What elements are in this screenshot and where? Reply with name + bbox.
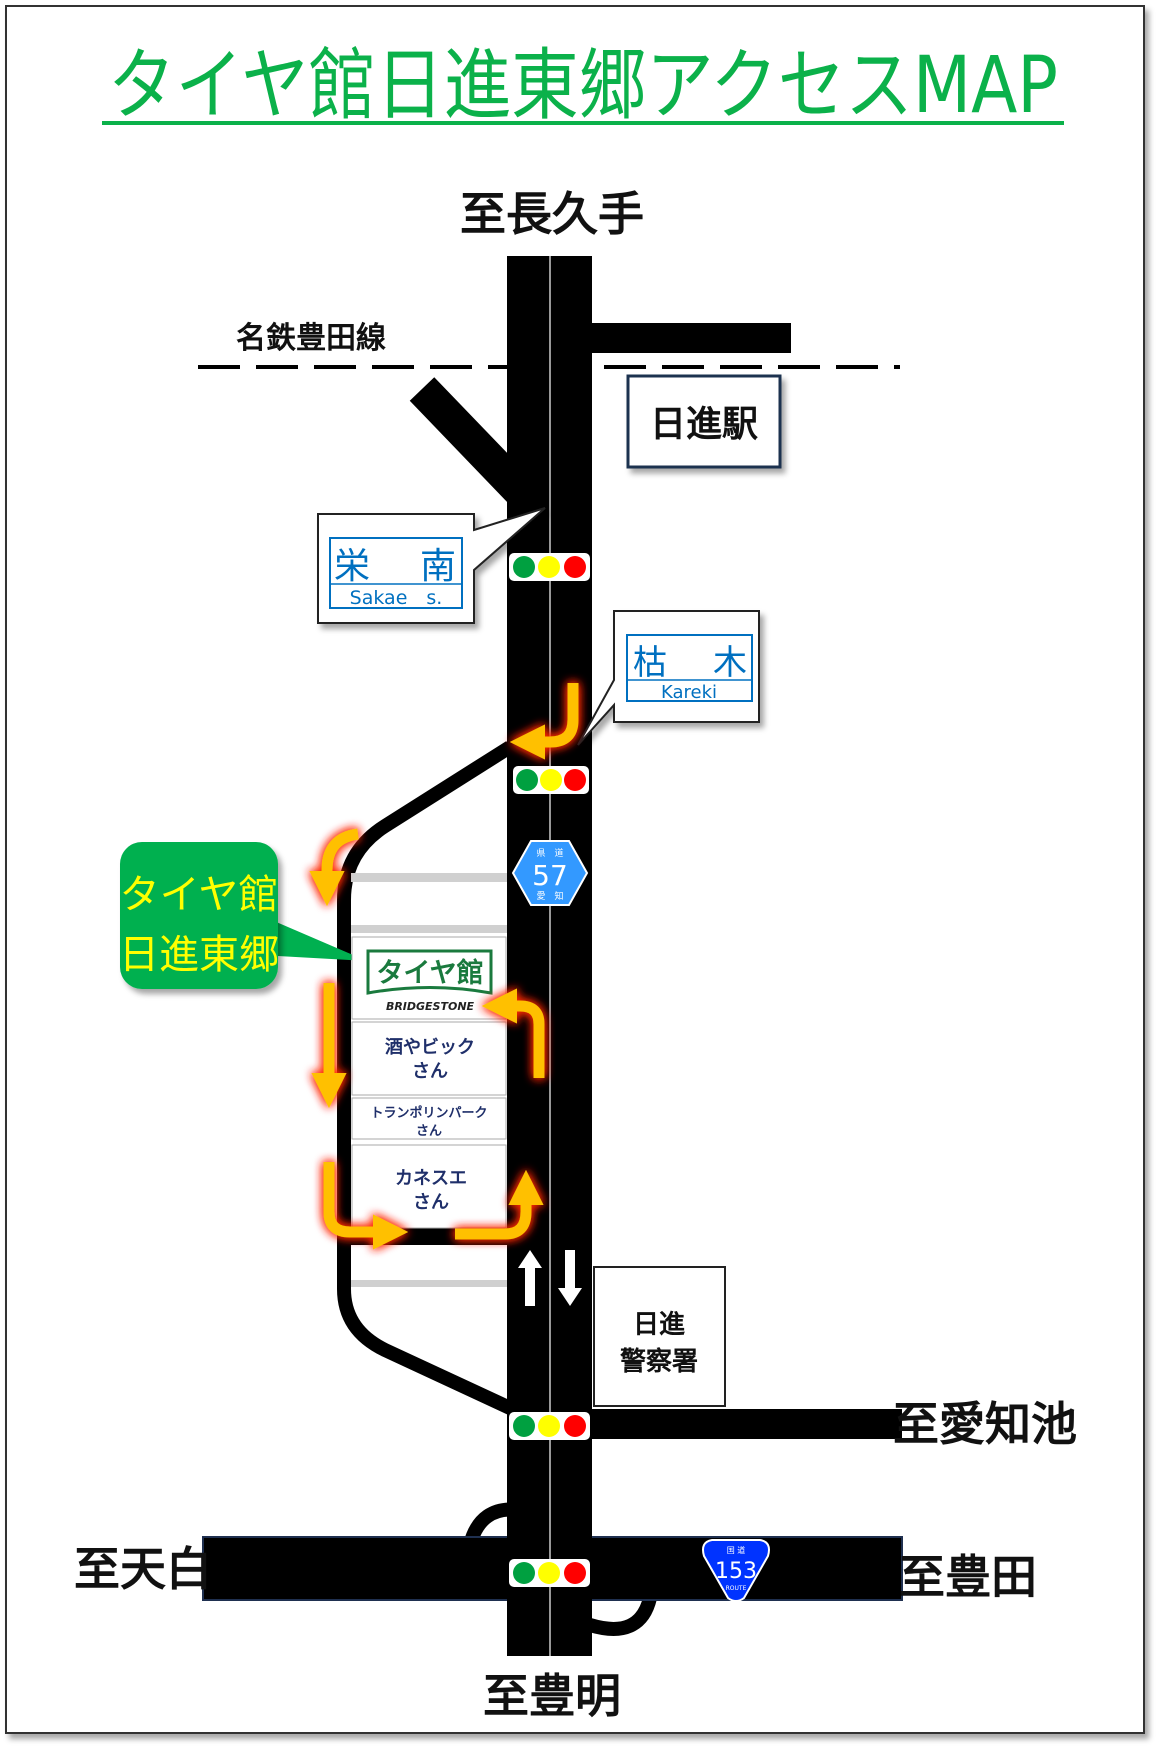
shop-suffix: さん [416,1124,442,1139]
route-57-bottom: 愛 知 [536,890,563,902]
station-label: 日進駅 [650,404,758,445]
traffic-light-icon [513,766,589,794]
tire-shop-block[interactable]: タイヤ館 BRIDGESTONE [351,936,507,1020]
shop-block: トランポリンパーク さん [351,1097,507,1140]
route-arrow-icon [455,1169,544,1240]
direction-east-aichi-pond: 至愛知池 [893,1397,1077,1451]
route-arrow-icon [323,1162,409,1250]
police-station-box [593,1266,726,1407]
shop-suffix: さん [413,1192,449,1213]
national-route-153-sign: 国 道 153 ROUTE [702,1539,770,1602]
police-label-2: 警察署 [620,1346,698,1377]
sakae-roman: Sakae s. [350,587,443,609]
store-sign-name: タイヤ館 [376,957,483,989]
gray-lanes [351,873,507,1287]
route-arrows [309,683,579,1250]
station-box [626,374,782,469]
kareki-roman: Kareki [661,682,717,703]
route-153-bottom: ROUTE [726,1585,747,1592]
shop-name: カネスエ [395,1168,467,1189]
store-callout: タイヤ館 日進東郷 [119,842,367,989]
sakae-kanji-2: 南 [420,546,456,587]
traffic-light-icon [509,553,590,581]
kareki-kanji-1: 枯 [633,643,667,683]
store-callout-line2: 日進東郷 [119,932,279,978]
direction-south: 至豊明 [483,1669,621,1723]
prefectural-route-57-sign: 県 道 57 愛 知 [511,840,589,906]
sakae-intersection-callout: 栄 南 Sakae s. [317,507,546,624]
store-callout-line1: タイヤ館 [120,872,279,918]
direction-north: 至長久手 [460,187,644,241]
kareki-intersection-callout: 枯 木 Kareki [577,610,760,746]
traffic-light-icon [509,1559,590,1587]
map-title: タイヤ館日進東郷アクセスMAP [108,41,1058,131]
route-57-top: 県 道 [536,847,563,859]
shop-name: 酒やビック [385,1036,475,1058]
southbound-arrow-icon [558,1250,582,1306]
route-153-number: 153 [715,1559,757,1584]
loop-ramp-se [587,1596,657,1636]
shop-block: カネスエ さん [351,1144,507,1229]
shop-block: 酒やビック さん [351,1021,507,1096]
route-57-number: 57 [532,859,568,892]
direction-west: 至天白 [74,1542,212,1596]
route-arrow-icon [309,828,360,907]
shop-name: トランポリンパーク [370,1105,487,1121]
sakae-kanji-1: 栄 [334,546,370,587]
road-to-station [592,323,791,353]
route-arrow-icon [509,683,579,760]
shop-suffix: さん [412,1061,448,1082]
railway-label: 名鉄豊田線 [236,321,386,356]
kareki-kanji-2: 木 [713,643,747,683]
police-label-1: 日進 [633,1310,685,1340]
route-153-top: 国 道 [727,1545,746,1555]
northbound-arrow-icon [518,1250,542,1306]
traffic-light-icon [509,1412,590,1440]
road-to-aichi-pond [592,1409,902,1439]
route-arrow-icon [481,988,545,1078]
direction-east-toyota: 至豊田 [899,1550,1037,1604]
store-sign-brand: BRIDGESTONE [386,1000,475,1013]
